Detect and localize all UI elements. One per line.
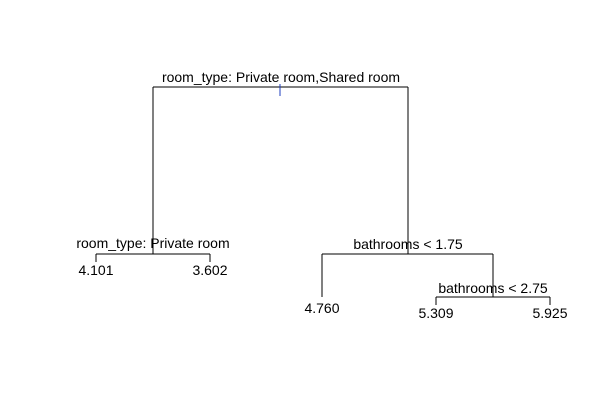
- leaf-value-left-left: 4.101: [78, 262, 113, 278]
- left-split-branches: [95, 253, 211, 262]
- leaf-value-right-right-right: 5.925: [532, 305, 567, 321]
- right-split-branches: [321, 253, 494, 297]
- root-split-label: room_type: Private room,Shared room: [162, 69, 400, 85]
- leaf-value-right-left: 4.760: [304, 300, 339, 316]
- right-right-split-branches: [435, 296, 551, 305]
- right-right-split-label: bathrooms < 2.75: [438, 280, 548, 296]
- right-split-label: bathrooms < 1.75: [353, 236, 463, 252]
- left-split-label: room_type: Private room: [76, 235, 229, 251]
- root-split-branches: [152, 86, 409, 254]
- leaf-value-left-right: 3.602: [192, 262, 227, 278]
- leaf-value-right-right-left: 5.309: [418, 305, 453, 321]
